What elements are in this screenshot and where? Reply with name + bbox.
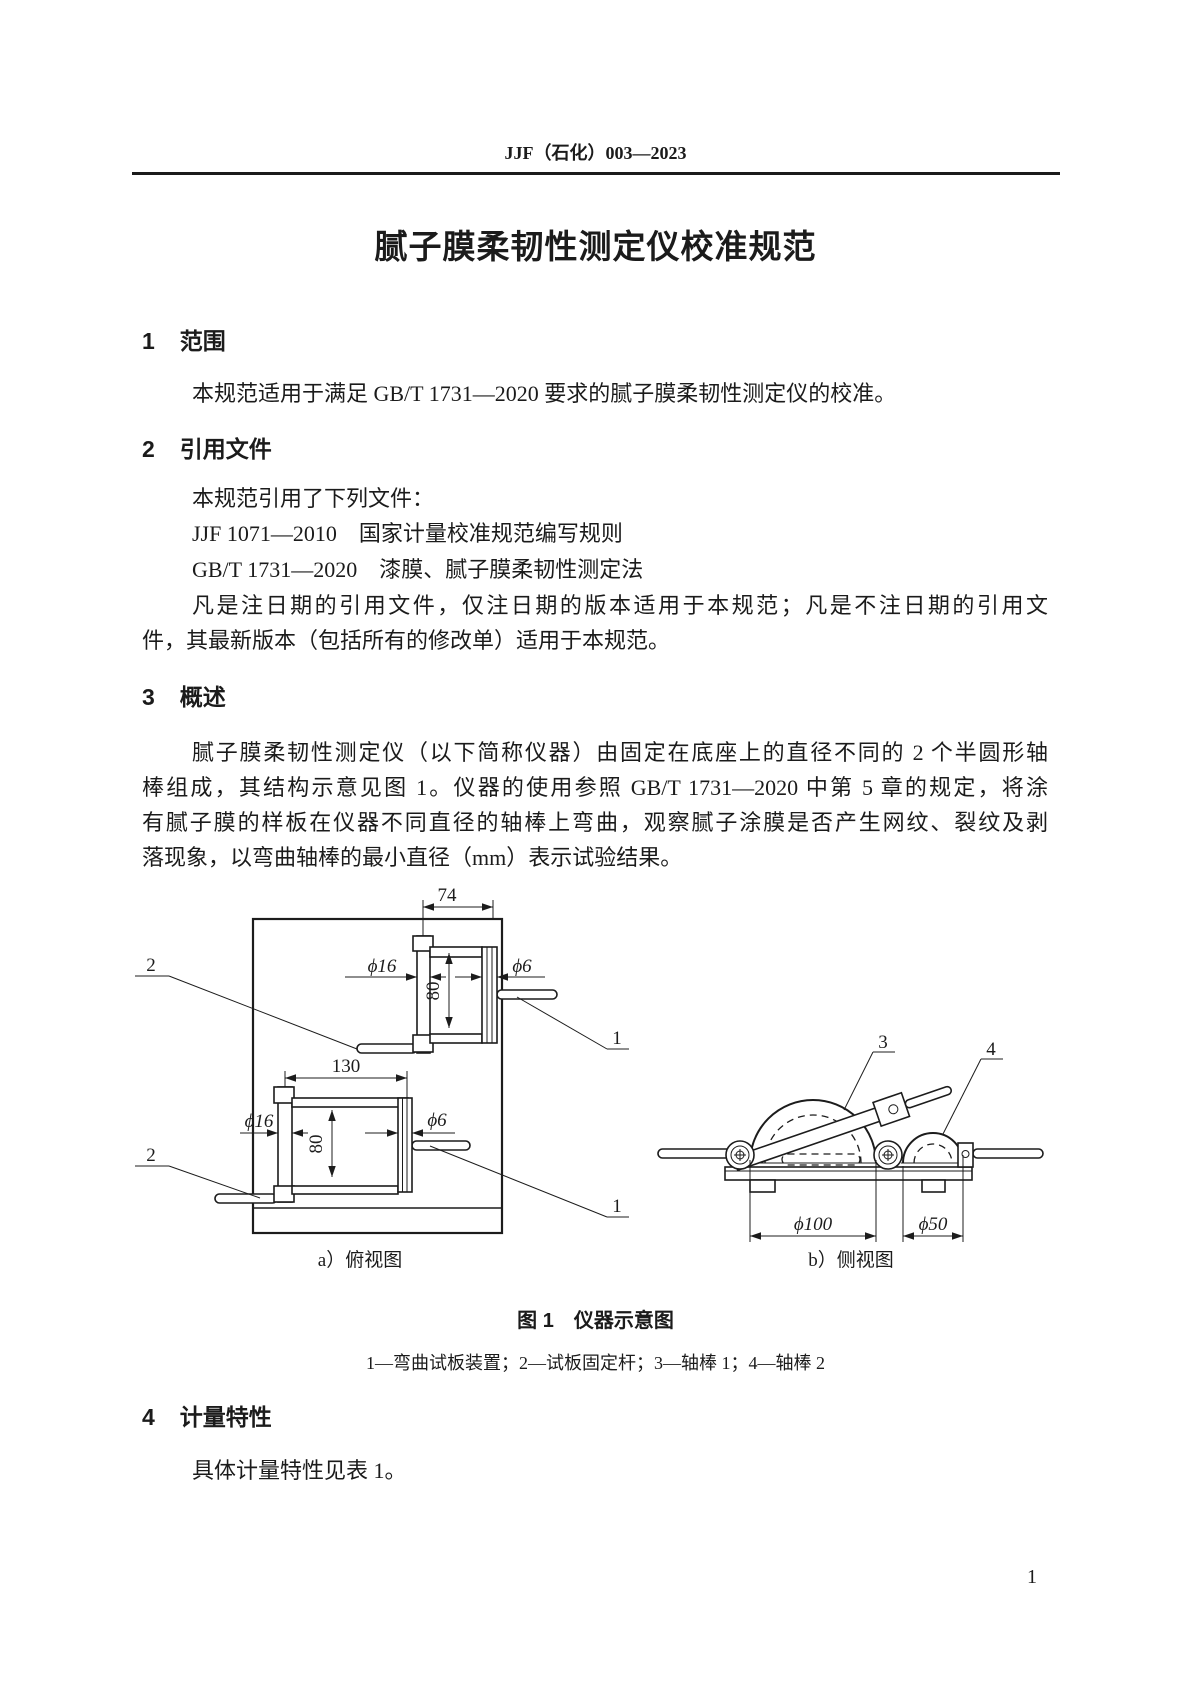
section-3-heading: 3 概述: [142, 682, 226, 712]
s2-note-line-1: 凡是注日期的引用文件，仅注日期的版本适用于本规范；凡是不注日期的引用文: [192, 593, 1048, 618]
section-1-number: 1: [142, 328, 155, 354]
leader-2-upper: 2: [135, 955, 358, 1050]
leader-1-lower-label: 1: [612, 1196, 622, 1217]
dimension-130: 130: [284, 1056, 408, 1098]
section-2-heading: 2 引用文件: [142, 434, 272, 464]
dimension-80-upper: 80: [423, 953, 453, 1028]
s3-para-line-3: 有腻子膜的样板在仪器不同直径的轴棒上弯曲，观察腻子涂膜是否产生网纹、裂纹及剥: [142, 810, 1048, 835]
section-3-title: 概述: [179, 684, 226, 710]
section-2-title: 引用文件: [179, 436, 272, 462]
side-base-plate: [724, 1166, 973, 1193]
page-title: 腻子膜柔韧性测定仪校准规范: [374, 228, 817, 265]
section-1-heading: 1 范围: [142, 326, 226, 356]
section-3-number: 3: [142, 684, 155, 710]
dim-phi100-label: ϕ100: [794, 1214, 833, 1235]
figure-1-title: 图 1 仪器示意图: [517, 1310, 674, 1332]
s2-note-line-2: 件，其最新版本（包括所有的修改单）适用于本规范。: [142, 628, 671, 653]
s4-paragraph: 具体计量特性见表 1。: [192, 1458, 407, 1483]
end-block-right: [957, 1142, 974, 1168]
leader-4: 4: [942, 1039, 1003, 1135]
figure1-top-view-drawing: 74 130 80 80 ϕ16 ϕ6 ϕ16: [135, 885, 629, 1235]
s3-para-line-2: 棒组成，其结构示意见图 1。仪器的使用参照 GB/T 1731—2020 中第 …: [142, 775, 1048, 800]
section-1-title: 范围: [179, 328, 226, 354]
leader-1-upper: 1: [516, 996, 629, 1050]
leader-2-lower: 2: [135, 1145, 261, 1199]
section-4-heading: 4 计量特性: [142, 1402, 272, 1432]
base-plate-outline: [251, 917, 504, 1235]
upper-bending-bracket: [356, 935, 558, 1054]
figure1-side-view-drawing: ϕ100 ϕ50 3 4: [657, 1032, 1044, 1242]
leader-4-label: 4: [986, 1039, 996, 1060]
dim-phi6-lower-label: ϕ6: [427, 1110, 447, 1131]
s3-para-line-1: 腻子膜柔韧性测定仪（以下简称仪器）由固定在底座上的直径不同的 2 个半圆形轴: [192, 740, 1048, 765]
axle-rod-1-arch: [746, 1099, 880, 1166]
section-4-title: 计量特性: [179, 1404, 272, 1430]
dim-phi16-lower-label: ϕ16: [245, 1111, 274, 1132]
section-1-paragraph: 本规范适用于满足 GB/T 1731—2020 要求的腻子膜柔韧性测定仪的校准。: [192, 381, 897, 406]
dimension-phi6-lower: ϕ6: [365, 1110, 455, 1137]
axle-rod-2-arch: [901, 1132, 965, 1164]
dim-80-lower-label: 80: [306, 1135, 327, 1154]
caption-top-view: a）俯视图: [317, 1250, 403, 1271]
figure-1-legend: 1—弯曲试板装置；2—试板固定杆；3—轴棒 1；4—轴棒 2: [366, 1353, 825, 1373]
dim-80-upper-label: 80: [423, 982, 444, 1001]
dim-phi16-upper-label: ϕ16: [368, 956, 397, 977]
dim-130-label: 130: [332, 1056, 361, 1077]
dim-74-label: 74: [438, 885, 458, 906]
s3-para-line-4: 落现象，以弯曲轴棒的最小直径（mm）表示试验结果。: [142, 845, 683, 870]
lower-bending-bracket: [214, 1086, 471, 1204]
page-number: 1: [1027, 1566, 1037, 1588]
dimension-phi6-upper: ϕ6: [455, 956, 545, 981]
dimension-phi16-lower: ϕ16: [240, 1111, 308, 1137]
bending-lever-arm: [732, 1085, 953, 1172]
leader-3-label: 3: [878, 1032, 888, 1053]
dim-phi50-label: ϕ50: [919, 1214, 948, 1235]
s2-intro-line: 本规范引用了下列文件：: [192, 486, 435, 511]
leader-2-lower-label: 2: [146, 1145, 156, 1166]
doc-code-header: JJF（石化）003—2023: [504, 143, 687, 163]
dimension-phi100: ϕ100: [749, 1160, 877, 1242]
header-rule: [132, 172, 1060, 175]
leader-3: 3: [843, 1032, 895, 1111]
roller-left: [725, 1140, 755, 1170]
leader-2-upper-label: 2: [146, 955, 156, 976]
section-4-number: 4: [142, 1404, 155, 1430]
dim-phi6-upper-label: ϕ6: [512, 956, 532, 977]
caption-side-view: b）侧视图: [808, 1250, 894, 1271]
roller-middle: [873, 1140, 903, 1170]
dimension-phi50: ϕ50: [902, 1155, 964, 1242]
leader-1-upper-label: 1: [612, 1028, 622, 1049]
dimension-80-lower: 80: [306, 1110, 336, 1177]
leader-1-lower: 1: [429, 1145, 629, 1218]
fixing-rod-right: [972, 1148, 1044, 1159]
section-2-number: 2: [142, 436, 155, 462]
s2-ref-line-1: JJF 1071—2010 国家计量校准规范编写规则: [192, 521, 623, 546]
dimension-phi16-upper: ϕ16: [345, 956, 446, 981]
s2-ref-line-2: GB/T 1731—2020 漆膜、腻子膜柔韧性测定法: [192, 557, 644, 582]
dimension-74: 74: [422, 885, 494, 936]
